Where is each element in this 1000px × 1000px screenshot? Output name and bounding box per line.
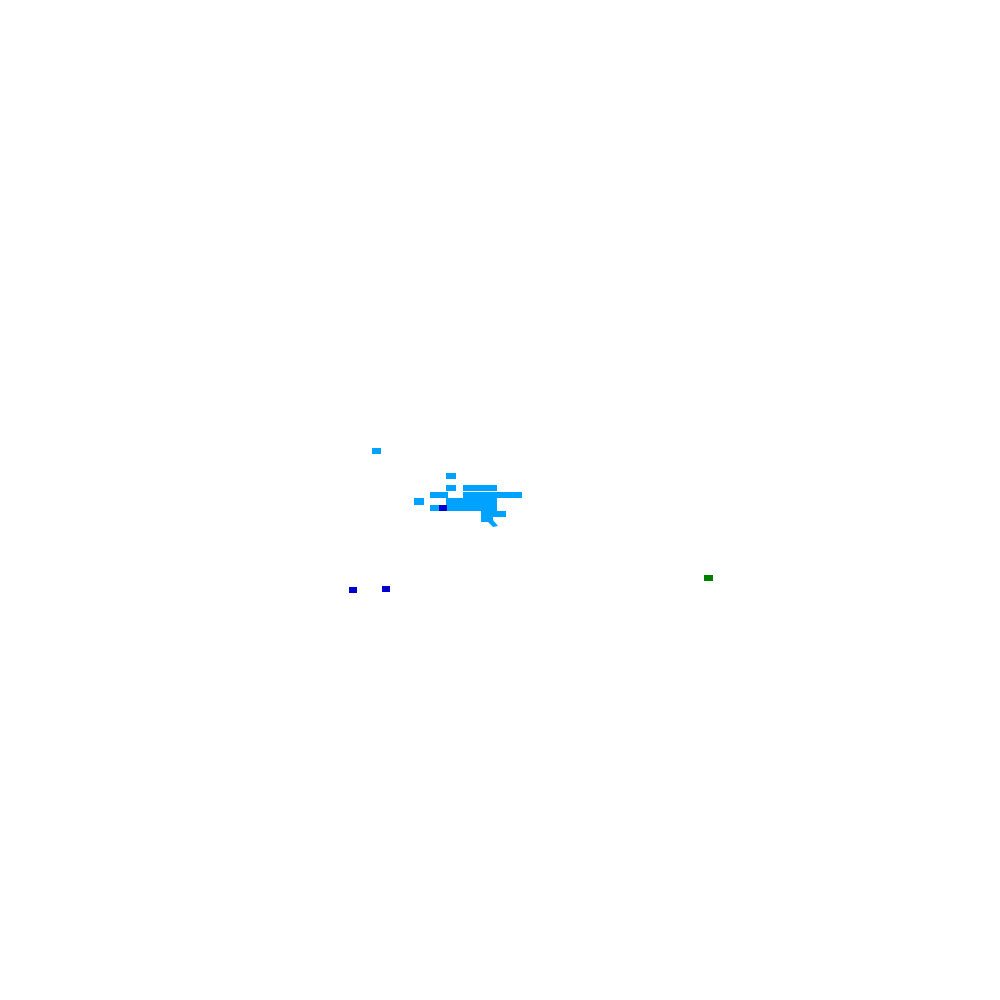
blob-dark-pixel: [439, 505, 447, 511]
blob-block-1: [446, 473, 456, 479]
blob-block-7: [446, 498, 497, 505]
light-blue-dot: [372, 448, 381, 454]
blob-tail: [486, 520, 498, 527]
blob-block-10: [481, 511, 506, 517]
blob-block-2: [446, 485, 456, 491]
blob-block-11: [481, 517, 493, 522]
dark-blue-dot-right: [382, 586, 390, 592]
dark-blue-dot-left: [349, 587, 357, 593]
green-dot: [704, 575, 713, 581]
blob-block-3: [463, 485, 497, 491]
blob-block-4: [430, 492, 448, 498]
blob-block-5: [463, 492, 522, 498]
blob-block-8: [430, 505, 440, 511]
blob-block-9: [446, 505, 497, 511]
blob-block-6: [414, 498, 424, 505]
